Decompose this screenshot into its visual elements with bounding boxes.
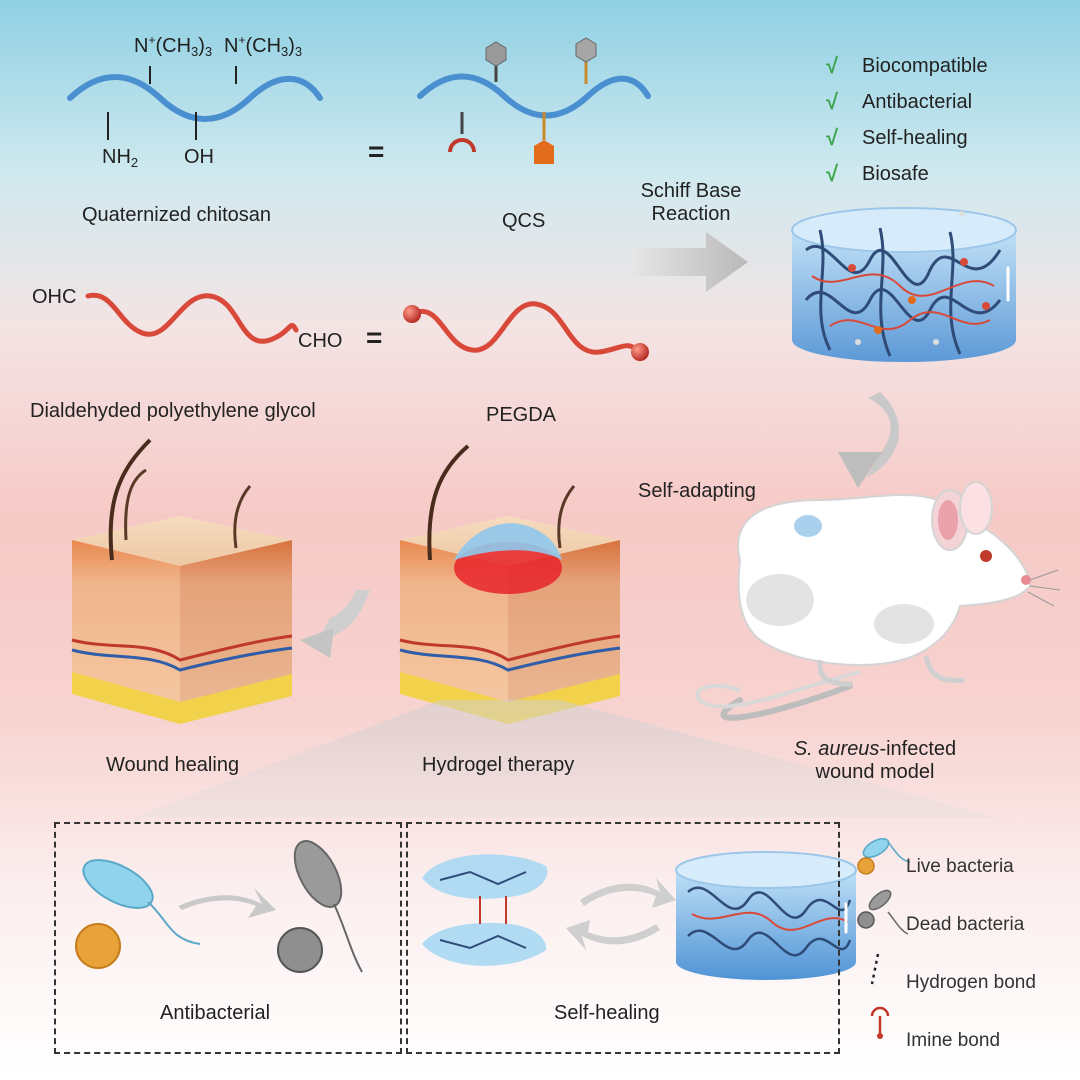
legend-swatch xyxy=(848,847,906,887)
pegda-chain xyxy=(403,301,649,361)
quaternized-chitosan-label: Quaternized chitosan xyxy=(82,204,272,226)
property-checklist: √ Biocompatible √ Antibacterial √ Self-h… xyxy=(826,48,988,192)
formula-tail-sub: 3 xyxy=(204,44,213,59)
legend-text: Dead bacteria xyxy=(906,914,1025,935)
property-item: √ Self-healing xyxy=(826,120,988,156)
live-bacteria-icon xyxy=(857,837,911,875)
formula-tail-sub: 3 xyxy=(294,44,303,59)
wound-model-label: S. aureus-infected wound model xyxy=(770,738,980,784)
chitosan-chain xyxy=(67,66,323,140)
mouse-illustration xyxy=(695,481,1061,721)
zoom-cone xyxy=(132,700,1000,818)
legend-swatch xyxy=(848,1021,906,1061)
check-icon: √ xyxy=(826,89,839,114)
quaternary-ammonium-group-2: N+(CH3)3 xyxy=(224,33,303,60)
selfhealing-art xyxy=(422,851,857,980)
quaternary-ammonium-group-1: N+(CH3)3 xyxy=(134,33,213,60)
schiff-line2: Reaction xyxy=(651,203,731,225)
formula-nh: NH xyxy=(102,146,131,168)
hydrogen-bond-icon xyxy=(870,953,880,985)
property-text: Biocompatible xyxy=(862,54,988,77)
self-adapting-arrow xyxy=(838,392,900,488)
legend-text: Hydrogen bond xyxy=(906,972,1036,993)
skin-block-treated xyxy=(399,444,621,724)
formula-tail: ) xyxy=(198,35,205,57)
check-icon: √ xyxy=(826,161,839,186)
amine-group-label: NH2 xyxy=(102,146,138,171)
formula-sub: 3 xyxy=(191,44,199,59)
legend: Live bacteria Dead bacteria Hydrogen bon… xyxy=(848,838,1036,1070)
property-item: √ Biosafe xyxy=(826,156,988,192)
formula-charge: + xyxy=(148,33,156,47)
skin-block-healed xyxy=(71,438,293,724)
antibacterial-panel-label: Antibacterial xyxy=(160,1002,271,1024)
formula-sub: 3 xyxy=(281,44,289,59)
selfhealing-panel-label: Self-healing xyxy=(554,1002,660,1024)
model-species: S. aureus xyxy=(793,738,880,760)
qcs-label: QCS xyxy=(502,210,546,232)
healing-arrow xyxy=(300,590,370,658)
property-item: √ Biocompatible xyxy=(826,48,988,84)
dead-bacteria-icon xyxy=(857,889,909,935)
selfhealing-panel xyxy=(406,822,840,1054)
cho-label: CHO xyxy=(298,330,343,352)
antibacterial-art xyxy=(75,840,363,973)
schiff-line1: Schiff Base xyxy=(640,180,742,202)
legend-item: Live bacteria xyxy=(848,838,1036,896)
legend-swatch xyxy=(848,963,906,1003)
legend-item: Dead bacteria xyxy=(848,896,1036,954)
hydrogel-therapy-label: Hydrogel therapy xyxy=(422,754,575,776)
model-line1-rest: -infected xyxy=(879,738,957,760)
property-text: Biosafe xyxy=(862,162,929,185)
pegda-label: PEGDA xyxy=(486,404,557,426)
schiff-arrow xyxy=(632,232,748,292)
legend-text: Imine bond xyxy=(906,1030,1001,1051)
equals-sign-1: = xyxy=(368,136,385,167)
check-icon: √ xyxy=(826,53,839,78)
antibacterial-panel xyxy=(54,822,402,1054)
formula-n: N xyxy=(224,35,239,57)
qcs-chain xyxy=(417,37,651,164)
peg-chain xyxy=(85,292,299,344)
formula-body: (CH xyxy=(155,35,192,57)
property-text: Antibacterial xyxy=(862,90,973,113)
legend-text: Live bacteria xyxy=(906,856,1014,877)
formula-n: N xyxy=(134,35,149,57)
equals-sign-2: = xyxy=(366,322,383,353)
self-adapting-label: Self-adapting xyxy=(638,480,756,502)
hydrogel-cylinder xyxy=(791,207,1017,362)
check-icon: √ xyxy=(826,125,839,150)
dialdehyde-peg-label: Dialdehyded polyethylene glycol xyxy=(30,400,316,422)
legend-swatch xyxy=(848,905,906,945)
formula-charge: + xyxy=(238,33,246,47)
wound-healing-label: Wound healing xyxy=(106,754,240,776)
model-line2: wound model xyxy=(815,761,935,783)
formula-tail: ) xyxy=(288,35,295,57)
legend-item: Imine bond xyxy=(848,1012,1036,1070)
schiff-base-label: Schiff Base Reaction xyxy=(626,180,756,226)
formula-nh-sub: 2 xyxy=(130,155,139,170)
ohc-label: OHC xyxy=(32,286,77,308)
formula-body: (CH xyxy=(245,35,282,57)
hydroxyl-group-label: OH xyxy=(184,146,214,168)
imine-bond-icon xyxy=(870,1006,890,1039)
property-text: Self-healing xyxy=(862,126,968,149)
property-item: √ Antibacterial xyxy=(826,84,988,120)
legend-item: Hydrogen bond xyxy=(848,954,1036,1012)
